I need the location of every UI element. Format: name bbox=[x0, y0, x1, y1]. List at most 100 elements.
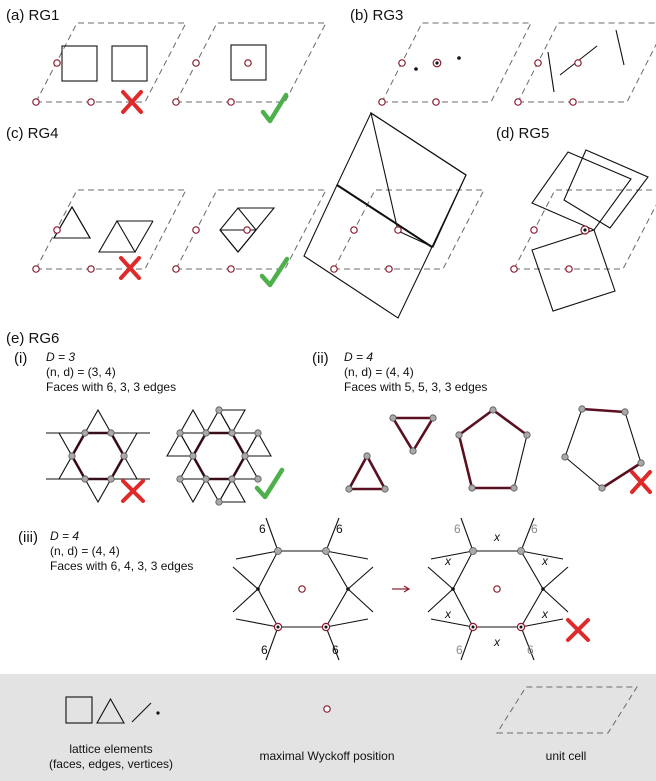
triangle-face bbox=[166, 431, 194, 457]
edge bbox=[237, 207, 257, 231]
legend-unit-cell: unit cell bbox=[496, 686, 638, 763]
wyckoff-position bbox=[534, 59, 542, 67]
cross-icon bbox=[630, 470, 652, 494]
wyckoff-position bbox=[385, 265, 393, 273]
wyckoff-position bbox=[565, 265, 573, 273]
pentagon-face bbox=[564, 408, 642, 489]
thick-edge bbox=[601, 461, 642, 490]
check-icon bbox=[260, 92, 289, 124]
wyckoff-position bbox=[330, 265, 338, 273]
vertex bbox=[156, 711, 160, 715]
edge-label-x: x bbox=[444, 554, 452, 568]
legend-panel bbox=[0, 674, 656, 781]
unit-cell bbox=[175, 22, 327, 103]
unit-cell bbox=[35, 22, 187, 103]
check-icon bbox=[259, 256, 290, 288]
wyckoff-position bbox=[192, 226, 200, 234]
legend-unit-cell-label: unit cell bbox=[546, 749, 587, 763]
cross-icon bbox=[566, 618, 590, 642]
wyckoff-position bbox=[244, 59, 252, 67]
face-edge-count: 6 bbox=[332, 643, 339, 657]
panel-a-right bbox=[172, 22, 327, 124]
square-face bbox=[230, 44, 267, 81]
triangle-face bbox=[231, 454, 259, 480]
panel-c-right bbox=[303, 111, 485, 319]
edge bbox=[547, 51, 555, 93]
rg6-ii-pentagon-left bbox=[455, 406, 531, 492]
edge bbox=[219, 229, 239, 253]
rg6-iii-faces: Faces with 6, 4, 3, 3 edges bbox=[50, 559, 193, 573]
thick-edges bbox=[457, 434, 514, 490]
rg6-ii-faces: Faces with 5, 5, 3, 3 edges bbox=[344, 380, 487, 394]
triangle-face bbox=[390, 416, 436, 454]
rect-face bbox=[370, 111, 467, 248]
wyckoff-position bbox=[394, 226, 402, 234]
panel-c-left bbox=[32, 189, 187, 280]
face-edge-count: 6 bbox=[456, 643, 463, 657]
cross-icon bbox=[121, 479, 145, 503]
unit-cell bbox=[35, 189, 187, 270]
unit-cell bbox=[333, 189, 485, 270]
face-edge-count: 6 bbox=[531, 522, 538, 536]
unit-cell bbox=[175, 189, 327, 270]
wyckoff-position bbox=[378, 98, 386, 106]
rg6-i-D: D = 3 bbox=[46, 350, 75, 364]
triangle-face bbox=[53, 205, 91, 239]
wyckoff-position bbox=[87, 265, 95, 273]
wyckoff-position bbox=[243, 226, 251, 234]
wyckoff-position bbox=[32, 98, 40, 106]
rg6-iii-left-hexagon: 6 6 6 6 bbox=[232, 517, 374, 661]
wyckoff-position bbox=[530, 226, 538, 234]
triangle-face bbox=[98, 219, 136, 253]
rg6-ii-D: D = 4 bbox=[344, 350, 373, 364]
edge bbox=[336, 184, 433, 248]
edge bbox=[131, 702, 152, 723]
edge bbox=[615, 29, 625, 66]
rg6-i-left-lattice bbox=[46, 408, 150, 504]
rg6-iii-nd: (n, d) = (4, 4) bbox=[50, 544, 120, 558]
wyckoff-position bbox=[574, 59, 582, 67]
rg6-iii-number: (iii) bbox=[18, 529, 38, 546]
square-face bbox=[61, 45, 98, 82]
wyckoff-position bbox=[53, 59, 61, 67]
edge-label-x: x bbox=[541, 554, 549, 568]
panel-e-label: (e) RG6 bbox=[6, 330, 59, 347]
legend-lattice-elements: lattice elements (faces, edges, vertices… bbox=[49, 696, 173, 771]
square-face-lower bbox=[531, 229, 616, 312]
legend-wyckoff: maximal Wyckoff position bbox=[259, 705, 395, 763]
legend-wyckoff-label: maximal Wyckoff position bbox=[259, 749, 394, 763]
rg6-iii-D: D = 4 bbox=[50, 529, 79, 543]
panel-a-label: (a) RG1 bbox=[6, 7, 59, 24]
face-edge-count: 6 bbox=[527, 643, 534, 657]
triangle-face bbox=[179, 478, 207, 504]
hexagon-face bbox=[191, 431, 247, 481]
face-edge-count: 6 bbox=[261, 643, 268, 657]
rg6-i-right-lattice bbox=[166, 406, 285, 506]
thick-edges bbox=[458, 408, 528, 437]
triangle-face bbox=[96, 697, 125, 724]
wyckoff-position bbox=[514, 98, 522, 106]
wyckoff-position bbox=[510, 265, 518, 273]
wyckoff-position bbox=[192, 59, 200, 67]
legend-lattice-label-2: (faces, edges, vertices) bbox=[49, 757, 173, 771]
vertex bbox=[583, 228, 587, 232]
rg6-iii-right-hexagon: 6 6 6 6 x x x x x x bbox=[427, 517, 590, 661]
rg6-ii-nd: (n, d) = (4, 4) bbox=[344, 365, 414, 379]
rg6-ii-triangles bbox=[345, 414, 437, 493]
rg6-ii-number: (ii) bbox=[312, 350, 329, 367]
triangle-face bbox=[218, 409, 246, 435]
triangle-face bbox=[218, 477, 246, 503]
edge bbox=[237, 229, 257, 253]
edge-label-x: x bbox=[493, 530, 501, 544]
panel-c-middle bbox=[172, 189, 327, 288]
panel-b-left bbox=[378, 22, 532, 106]
panel-d bbox=[510, 149, 656, 312]
wyckoff-position bbox=[350, 226, 358, 234]
cross-icon bbox=[119, 256, 141, 280]
vertex bbox=[414, 67, 418, 71]
wyckoff-position bbox=[32, 265, 40, 273]
panel-b-right bbox=[514, 22, 656, 106]
rg6-i-number: (i) bbox=[14, 350, 27, 367]
panel-c-label: (c) RG4 bbox=[6, 125, 59, 142]
face-edge-count: 6 bbox=[259, 522, 266, 536]
